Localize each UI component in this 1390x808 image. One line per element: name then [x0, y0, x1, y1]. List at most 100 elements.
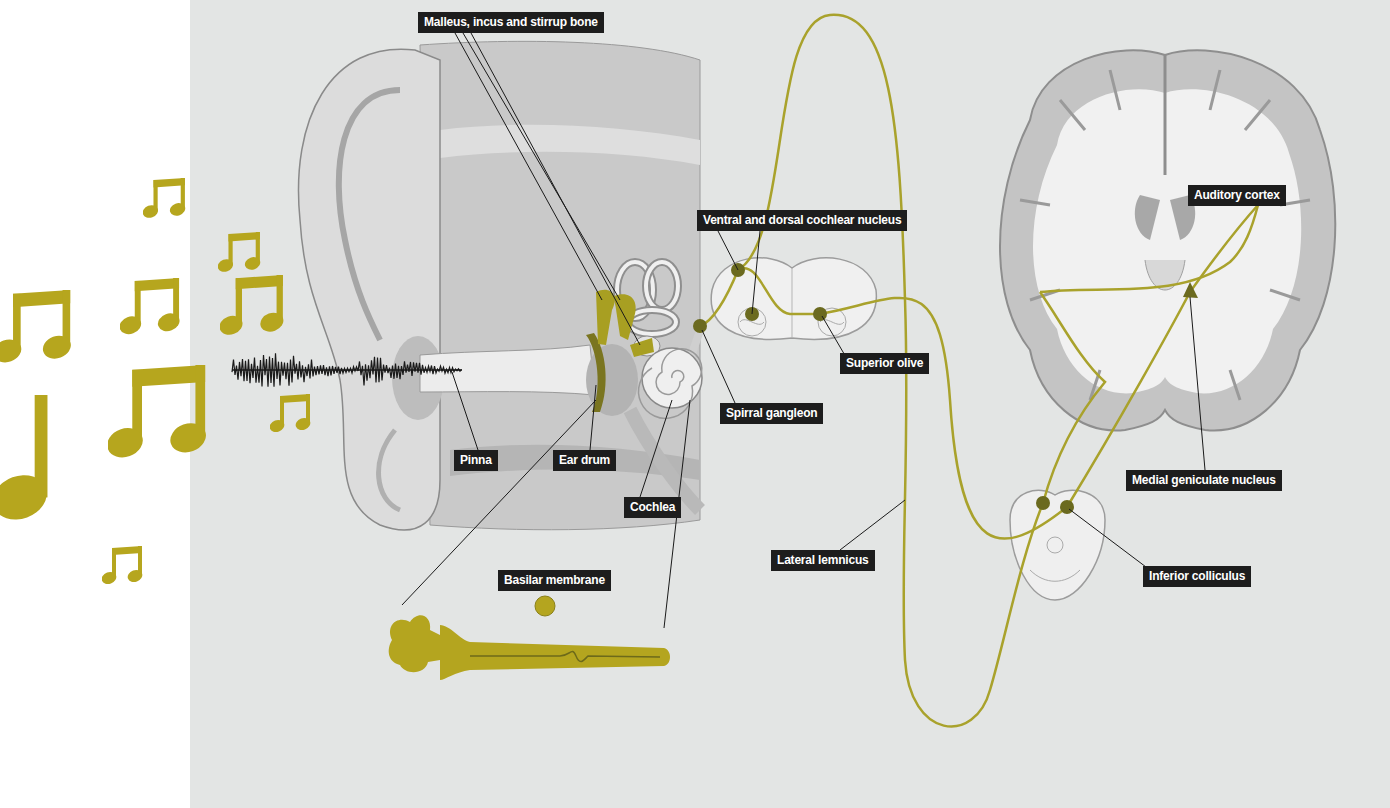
leader-line: [702, 330, 735, 403]
leader-line: [463, 33, 620, 300]
auditory-pathway: [700, 15, 1258, 727]
leader-line: [718, 231, 738, 270]
label-text: Basilar membrane: [504, 573, 605, 587]
leader-line: [452, 372, 478, 450]
ear-illustration: [628, 310, 676, 334]
midbrain-slice: [1010, 490, 1105, 600]
ear-illustration: [379, 430, 400, 510]
part-label: Lateral lemnicus: [771, 550, 875, 571]
label-text: Auditory cortex: [1194, 188, 1280, 202]
music-notes: [268, 394, 312, 434]
label-text: Spirral gangleon: [726, 406, 817, 420]
ear-illustration: [639, 349, 702, 419]
ear-illustration: [420, 41, 700, 529]
brain-section: [1135, 195, 1160, 240]
auditory-pathway: [1040, 292, 1105, 503]
brain-section: [1000, 50, 1335, 430]
ear-illustration: [440, 125, 700, 165]
midbrain-slice: [1030, 570, 1080, 581]
music-notes: [0, 178, 312, 586]
leader-line: [840, 500, 905, 550]
leader-line: [1190, 297, 1205, 470]
leader-line: [402, 33, 1205, 628]
music-notes: [117, 278, 182, 337]
part-label: Ear drum: [553, 450, 616, 471]
brain-section: [1020, 70, 1310, 400]
leader-line: [1069, 509, 1150, 570]
music-notes: [217, 275, 286, 338]
label-text: Cochlea: [630, 500, 675, 514]
leader-line: [640, 400, 672, 497]
ear-illustration: [339, 90, 400, 340]
ear-illustration: [628, 310, 676, 334]
ear-illustration: [646, 262, 678, 310]
part-label: Spirral gangleon: [720, 403, 823, 424]
label-text: Medial geniculate nucleus: [1132, 473, 1276, 487]
pathway-dot: [1060, 500, 1074, 514]
pathway-dot: [693, 263, 1198, 514]
music-notes: [141, 178, 187, 220]
basilar-membrane-inset: [470, 652, 660, 662]
pathway-dot: [1036, 496, 1050, 510]
brainstem-slice: [711, 258, 876, 340]
part-label: Basilar membrane: [498, 570, 611, 591]
leader-line: [752, 231, 760, 314]
ear-illustration: [596, 290, 615, 345]
ear-illustration: [298, 49, 440, 530]
ear-illustration: [646, 262, 678, 310]
music-notes: [0, 395, 53, 527]
part-label: Medial geniculate nucleus: [1126, 470, 1282, 491]
background-panel: [190, 0, 1390, 808]
part-label: Inferior colliculus: [1143, 566, 1251, 587]
music-notes: [100, 546, 144, 586]
auditory-pathway: [700, 270, 738, 326]
part-label: Pinna: [454, 450, 498, 471]
basilar-membrane-inset: [440, 625, 670, 680]
basilar-membrane-inset: [389, 596, 670, 680]
brainstem-slice: [711, 258, 876, 340]
auditory-pathway: [738, 15, 1043, 727]
sound-wave: [232, 353, 462, 386]
pathway-dot: [693, 319, 707, 333]
music-notes: [103, 365, 210, 462]
label-text: Pinna: [460, 453, 492, 467]
auditory-pathway: [738, 268, 820, 314]
pathway-dot: [813, 307, 827, 321]
brain-section: [1164, 55, 1167, 175]
ear-illustration: [630, 338, 654, 357]
pathway-dot: [1183, 282, 1198, 298]
label-text: Inferior colliculus: [1149, 569, 1245, 583]
basilar-membrane-inset: [389, 615, 440, 672]
leader-line: [471, 33, 640, 345]
music-notes: [216, 232, 262, 274]
brain-section: [1033, 89, 1301, 393]
auditory-pathway: [820, 298, 1067, 539]
part-label: Malleus, incus and stirrup bone: [418, 12, 604, 33]
midbrain-slice: [1047, 537, 1063, 553]
background-panel: [190, 0, 1390, 808]
auditory-pathway: [1067, 205, 1258, 507]
auditory-pathway: [1040, 205, 1258, 292]
leader-line: [590, 385, 596, 450]
part-label: Auditory cortex: [1188, 185, 1286, 206]
label-text: Lateral lemnicus: [777, 553, 869, 567]
part-label: Cochlea: [624, 497, 681, 518]
brainstem-slice: [792, 268, 793, 338]
music-notes: [0, 290, 74, 366]
label-text: Ventral and dorsal cochlear nucleus: [703, 213, 901, 227]
midbrain-slice: [1010, 490, 1105, 600]
sound-wave: [232, 369, 462, 371]
brain-section: [1000, 50, 1335, 430]
part-label: Superior olive: [840, 353, 929, 374]
leader-line: [455, 33, 602, 300]
basilar-membrane-inset: [535, 596, 555, 616]
label-text: Ear drum: [559, 453, 610, 467]
label-text: Superior olive: [846, 356, 923, 370]
brainstem-slice: [820, 320, 844, 325]
part-label: Ventral and dorsal cochlear nucleus: [697, 210, 907, 231]
sound-wave: [232, 353, 462, 386]
label-text: Malleus, incus and stirrup bone: [424, 15, 598, 29]
